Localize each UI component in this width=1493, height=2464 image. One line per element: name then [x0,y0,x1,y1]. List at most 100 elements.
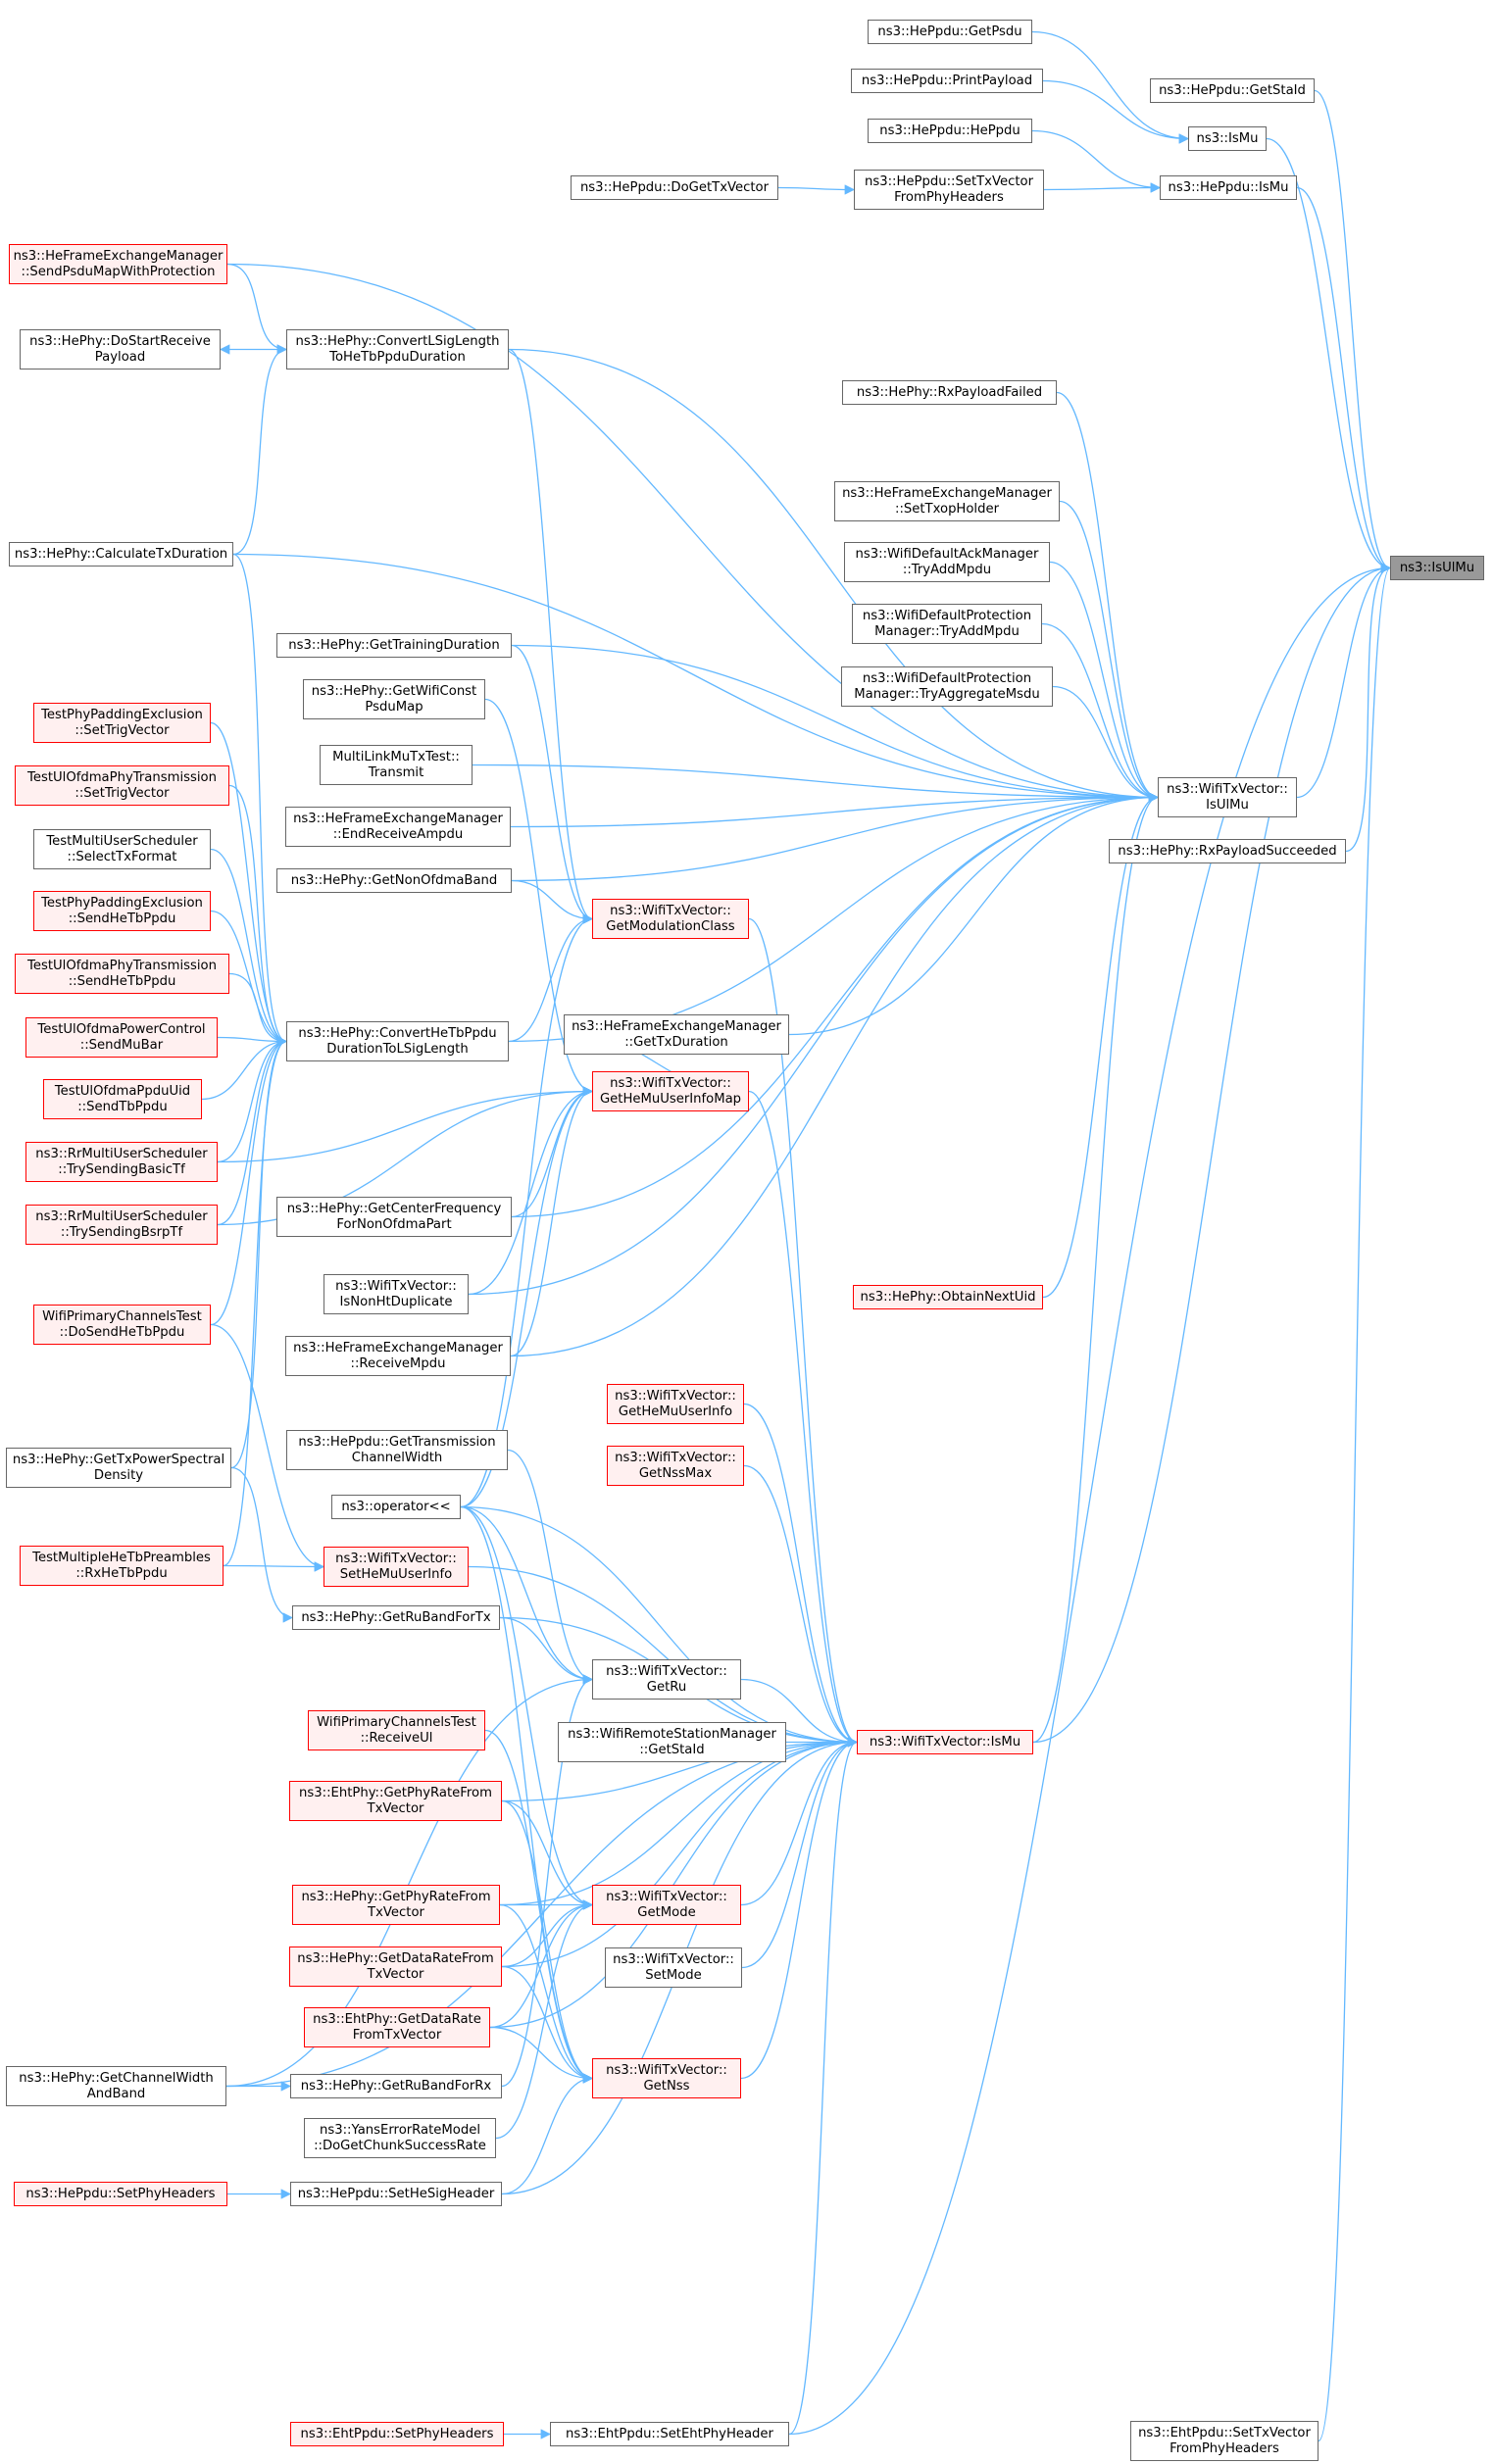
node-label-line: ns3::HeFrameExchangeManager [842,486,1052,501]
node-rrmultiuserscheduler-trysendingbasictf[interactable]: ns3::RrMultiUserScheduler::TrySendingBas… [25,1142,218,1182]
node-wifiprimarychannelstest-receiveul[interactable]: WifiPrimaryChannelsTest::ReceiveUl [308,1710,485,1750]
edge-ehtphy-getphyratefromtxvector-to-wifitxvector-getnss [501,1799,594,2084]
node-testphypaddingexclusion-settrigvector[interactable]: TestPhyPaddingExclusion::SetTrigVector [33,703,211,743]
edge-wifiprimarychannelstest-dosendhetbppdu-to-hephy-converthetbppduduration [210,1036,288,1326]
node-hephy-rxpayloadsucceeded[interactable]: ns3::HePhy::RxPayloadSucceeded [1109,839,1346,863]
node-heppdu-dogettxvector[interactable]: ns3::HePpdu::DoGetTxVector [571,175,778,200]
node-testmultiplehetbpreambles-rxhetbppdu[interactable]: TestMultipleHeTbPreambles::RxHeTbPpdu [20,1546,224,1586]
node-heppdu-ismu[interactable]: ns3::HePpdu::IsMu [1160,175,1297,200]
node-wifitxvector-getmode[interactable]: ns3::WifiTxVector::GetMode [592,1885,741,1925]
node-wifitxvector-isnonhtduplicate[interactable]: ns3::WifiTxVector::IsNonHtDuplicate [323,1274,469,1314]
node-label-line: ns3::HePhy::RxPayloadFailed [856,384,1043,400]
node-label-line: ns3::EhtPpdu::SetTxVector [1138,2426,1311,2440]
edge-wifitxvector-getnss-to-wifitxvector-ismu [740,1737,859,2080]
edge-heppdu-settxvectorfromphyheaders-to-heppdu-ismu [1043,182,1162,193]
node-wifitxvector-getnss[interactable]: ns3::WifiTxVector::GetNss [592,2058,741,2098]
node-ehtppdu-setehtphyheader[interactable]: ns3::EhtPpdu::SetEhtPhyHeader [550,2422,789,2446]
node-label-line: TxVector [367,1966,424,1982]
node-hefem-receivempdu[interactable]: ns3::HeFrameExchangeManager::ReceiveMpdu [285,1336,511,1376]
node-wifiremotestationmanager-getstaid[interactable]: ns3::WifiRemoteStationManager::GetStaId [558,1722,786,1762]
node-wifitxvector-gethemuuserinfo[interactable]: ns3::WifiTxVector::GetHeMuUserInfo [607,1384,744,1424]
node-label-line: ns3::HePhy::GetPhyRateFrom [301,1890,491,1904]
node-testulofdmaphytransmission-settrigvector[interactable]: TestUlOfdmaPhyTransmission::SetTrigVecto… [15,765,229,806]
node-heppdu-heppdu[interactable]: ns3::HePpdu::HePpdu [868,119,1032,143]
node-wifidefaultackmanager-tryaddmpdu[interactable]: ns3::WifiDefaultAckManager::TryAddMpdu [844,542,1050,582]
edge-wifidefaultackmanager-tryaddmpdu-to-wifitxvector-isulmu [1049,561,1160,803]
node-hefem-settxopholder[interactable]: ns3::HeFrameExchangeManager::SetTxopHold… [834,481,1060,521]
node-hefem-endreceiveampdu[interactable]: ns3::HeFrameExchangeManager::EndReceiveA… [285,807,511,847]
edge-heppdu-ismu-to-root [1296,186,1392,573]
node-rrmultiuserscheduler-trysendingbsrptf[interactable]: ns3::RrMultiUserScheduler::TrySendingBsr… [25,1205,218,1245]
node-hefem-sendpsdumapwithprotection[interactable]: ns3::HeFrameExchangeManager::SendPsduMap… [9,244,227,284]
node-label-line: ToHeTbPpduDuration [329,349,466,365]
node-label-line: ns3::WifiTxVector:: [615,1389,736,1404]
node-wifitxvector-getru[interactable]: ns3::WifiTxVector::GetRu [592,1659,741,1700]
node-hephy-gettrainingduration[interactable]: ns3::HePhy::GetTrainingDuration [276,633,512,658]
edge-wifitxvector-isulmu-to-root [1296,563,1392,799]
node-ismu[interactable]: ns3::IsMu [1188,126,1267,151]
node-label-line: ::SendPsduMapWithProtection [21,264,216,279]
edge-hefem-receivempdu-to-wifitxvector-isulmu [510,792,1160,1357]
node-heppdu-setphyheaders[interactable]: ns3::HePpdu::SetPhyHeaders [14,2182,227,2206]
node-hephy-rxpayloadfailed[interactable]: ns3::HePhy::RxPayloadFailed [842,380,1057,405]
node-label-line: TestPhyPaddingExclusion [41,896,203,911]
node-wifitxvector-setmode[interactable]: ns3::WifiTxVector::SetMode [605,1947,742,1988]
node-hefem-gettxduration[interactable]: ns3::HeFrameExchangeManager::GetTxDurati… [564,1014,789,1055]
node-hephy-getnonofdmaband[interactable]: ns3::HePhy::GetNonOfdmaBand [276,868,512,893]
node-heppdu-printpayload[interactable]: ns3::HePpdu::PrintPayload [851,69,1043,93]
node-hephy-getrubandfortx[interactable]: ns3::HePhy::GetRuBandForTx [292,1605,500,1630]
node-label-line: GetNss [643,2078,690,2094]
node-operator-ls[interactable]: ns3::operator<< [331,1495,461,1519]
node-hephy-calculatetxduration[interactable]: ns3::HePhy::CalculateTxDuration [9,542,233,567]
node-wifitxvector-sethemuuserinfo[interactable]: ns3::WifiTxVector::SetHeMuUserInfo [323,1547,469,1587]
node-label-line: ::SendHeTbPpdu [68,973,176,989]
node-testulofdmaphytransmission-sendhetbppdu[interactable]: TestUlOfdmaPhyTransmission::SendHeTbPpdu [15,954,229,994]
node-label-line: FromPhyHeaders [1170,2440,1279,2456]
node-wifitxvector-isulmu[interactable]: ns3::WifiTxVector::IsUlMu [1158,777,1297,817]
edge-hephy-convertlsiglength-to-wifitxvector-getmodulationclass [508,348,594,924]
node-hephy-obtainnextuid[interactable]: ns3::HePhy::ObtainNextUid [853,1285,1043,1309]
node-label-line: ::SendHeTbPpdu [68,911,176,926]
node-hephy-getrubandforrx[interactable]: ns3::HePhy::GetRuBandForRx [290,2074,502,2098]
node-label-line: ns3::WifiTxVector:: [335,1279,457,1294]
node-heppdu-getpsdu[interactable]: ns3::HePpdu::GetPsdu [868,20,1032,44]
node-testulofdmappduuid-sendtbppdu[interactable]: TestUlOfdmaPpduUid::SendTbPpdu [43,1079,202,1119]
node-label-line: GetRu [646,1679,687,1695]
node-yanserrorratemodel-dogetchunksuccessrate[interactable]: ns3::YansErrorRateModel::DoGetChunkSucce… [304,2118,496,2158]
node-label-line: ns3::HeFrameExchangeManager [293,1341,503,1355]
node-wifitxvector-gethemuuserinfomap[interactable]: ns3::WifiTxVector::GetHeMuUserInfoMap [592,1071,749,1111]
node-ehtppdu-setphyheaders[interactable]: ns3::EhtPpdu::SetPhyHeaders [290,2422,504,2446]
edge-wifitxvector-setmode-to-wifitxvector-ismu [741,1737,859,1969]
node-label-line: ns3::HePhy::GetRuBandForTx [301,1609,491,1625]
node-wifitxvector-ismu[interactable]: ns3::WifiTxVector::IsMu [857,1730,1033,1754]
edge-wifitxvector-getmode-to-wifitxvector-ismu [740,1737,859,1906]
node-wifitxvector-getmodulationclass[interactable]: ns3::WifiTxVector::GetModulationClass [592,899,749,939]
node-multilinkmutxtest-transmit[interactable]: MultiLinkMuTxTest::Transmit [320,745,473,785]
node-root[interactable]: ns3::IsUlMu [1390,556,1484,580]
node-testulofdmapowercontrol-sendmubar[interactable]: TestUlOfdmaPowerControl::SendMuBar [25,1017,218,1058]
node-testmultiuserscheduler-selecttxformat[interactable]: TestMultiUserScheduler::SelectTxFormat [33,829,211,869]
node-testphypaddingexclusion-sendhetbppdu[interactable]: TestPhyPaddingExclusion::SendHeTbPpdu [33,891,211,931]
node-wifiprimarychannelstest-dosendhetbppdu[interactable]: WifiPrimaryChannelsTest::DoSendHeTbPpdu [33,1305,211,1345]
edge-rrmultiuserscheduler-trysendingbasictf-to-hephy-converthetbppduduration [217,1036,288,1163]
node-heppdu-sethesigheader[interactable]: ns3::HePpdu::SetHeSigHeader [290,2182,502,2206]
edge-hephy-getnonofdmaband-to-wifitxvector-isulmu [511,792,1160,882]
node-wifitxvector-getnssmax[interactable]: ns3::WifiTxVector::GetNssMax [607,1446,744,1486]
node-heppdu-getstaid[interactable]: ns3::HePpdu::GetStaId [1150,78,1315,103]
